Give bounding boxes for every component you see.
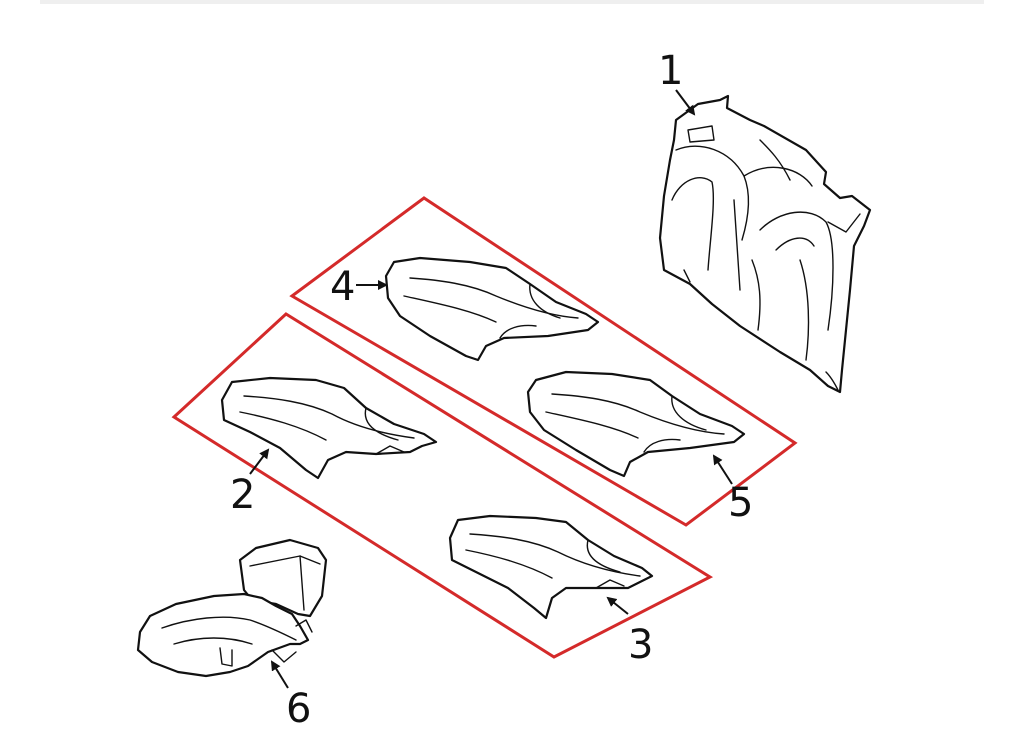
- callout-2: 2: [230, 472, 255, 518]
- callout-3: 3: [628, 622, 653, 668]
- leader-2: [249, 448, 270, 475]
- callout-6: 6: [286, 686, 311, 732]
- leader-5: [712, 454, 733, 485]
- seat-cover-right-part: [526, 370, 746, 478]
- callout-1: 1: [658, 48, 683, 94]
- top-divider: [40, 0, 984, 4]
- seat-cushion-right-part: [448, 514, 654, 620]
- leader-3: [606, 596, 629, 615]
- highlight-frame-cushions: [171, 312, 714, 659]
- seat-cushion-left-part: [220, 376, 438, 480]
- armrest-headrest-part: [136, 538, 328, 678]
- seat-cover-left-part: [384, 256, 600, 362]
- leader-1: [675, 89, 696, 116]
- callout-4: 4: [330, 264, 355, 310]
- callout-5: 5: [728, 480, 753, 526]
- leader-6: [270, 660, 289, 689]
- seat-back-part: [658, 94, 872, 394]
- highlight-frame-covers: [289, 196, 798, 527]
